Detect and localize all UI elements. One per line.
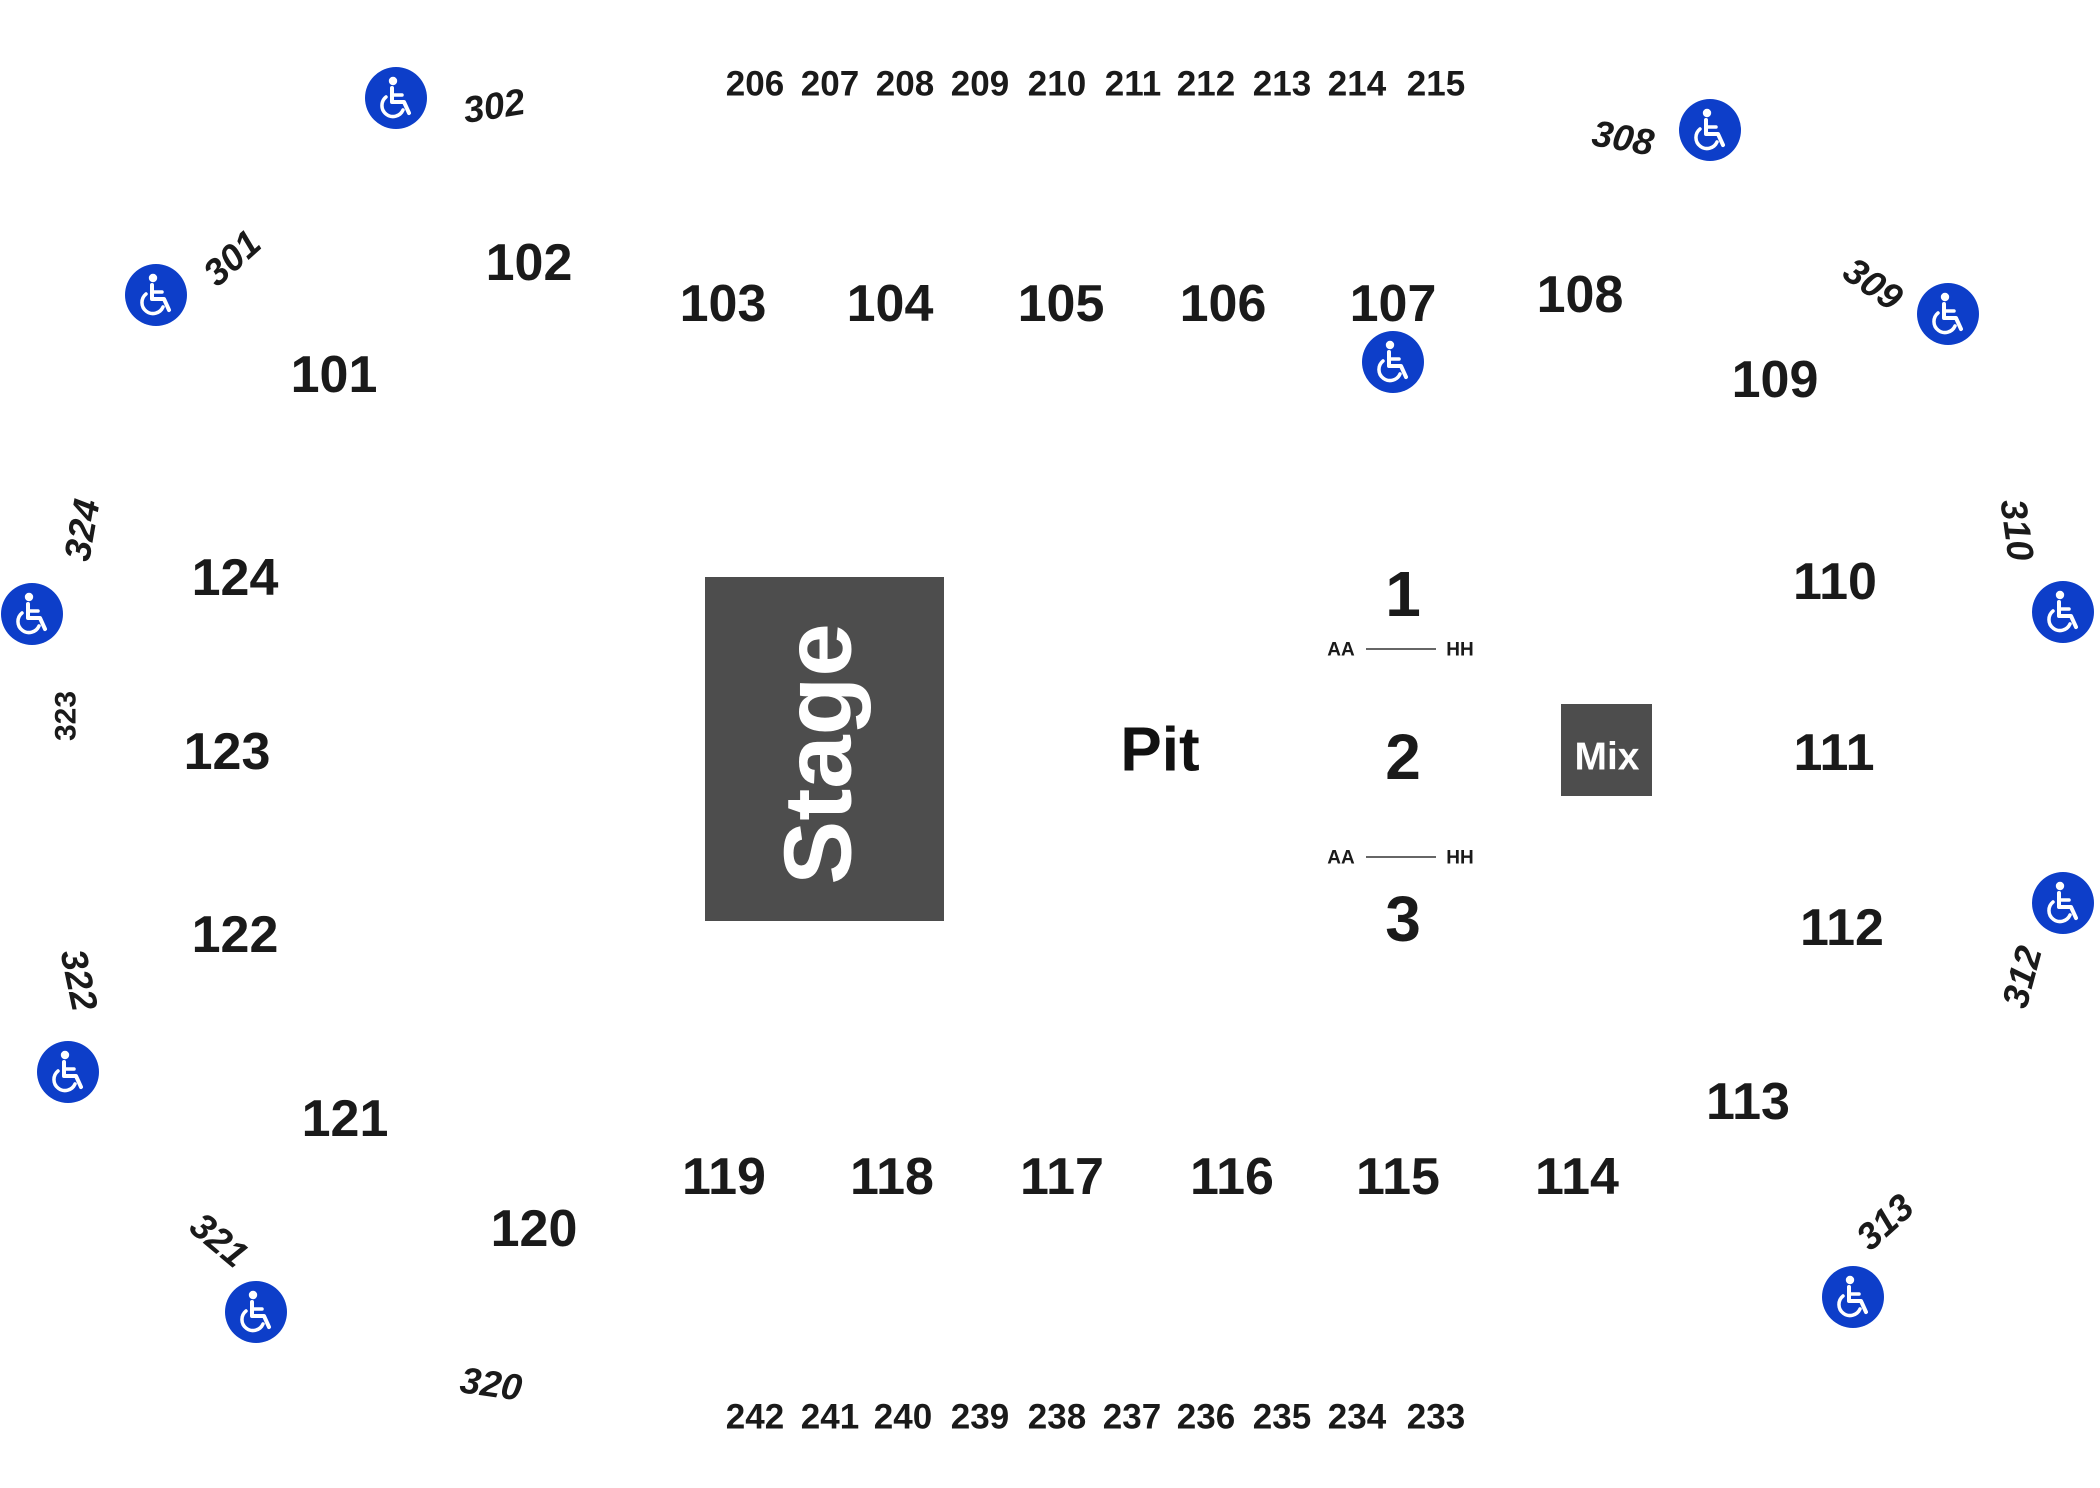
section-239[interactable]: 239: [951, 1398, 1009, 1437]
section-309[interactable]: 309: [1836, 250, 1910, 319]
section-116[interactable]: 116: [1190, 1148, 1274, 1206]
wheelchair-icon: [2032, 581, 2094, 643]
section-323[interactable]: 323: [50, 691, 83, 741]
wheelchair-icon: [125, 264, 187, 326]
wheelchair-icon: [2032, 872, 2094, 934]
section-112[interactable]: 112: [1800, 899, 1884, 957]
section-322[interactable]: 322: [53, 946, 106, 1015]
row-range-2: AA HH: [1327, 848, 1473, 869]
wheelchair-icon: [1362, 331, 1424, 393]
section-313[interactable]: 313: [1848, 1186, 1922, 1258]
section-310[interactable]: 310: [1992, 497, 2041, 564]
section-212[interactable]: 212: [1177, 65, 1235, 104]
stage-label: Stage: [765, 623, 872, 884]
floor-section-2[interactable]: 2: [1385, 721, 1421, 793]
row-range-start: AA: [1327, 848, 1355, 869]
section-320[interactable]: 320: [458, 1359, 525, 1408]
section-208[interactable]: 208: [876, 65, 934, 104]
section-107[interactable]: 107: [1350, 275, 1437, 333]
mix-block: [1561, 704, 1652, 796]
section-124[interactable]: 124: [192, 549, 279, 607]
section-238[interactable]: 238: [1028, 1398, 1086, 1437]
section-210[interactable]: 210: [1028, 65, 1086, 104]
section-211[interactable]: 211: [1105, 65, 1161, 104]
section-115[interactable]: 115: [1356, 1148, 1440, 1206]
section-123[interactable]: 123: [184, 723, 271, 781]
floor-section-3[interactable]: 3: [1385, 883, 1421, 955]
stage[interactable]: Stage: [705, 577, 944, 921]
wheelchair-icon: [1679, 99, 1741, 161]
section-118[interactable]: 118: [850, 1148, 934, 1206]
upper-200-top-row: 206 207 208 209 210 211 212 213 214 215: [726, 65, 1465, 104]
section-240[interactable]: 240: [874, 1398, 932, 1437]
section-103[interactable]: 103: [680, 275, 767, 333]
section-106[interactable]: 106: [1180, 275, 1267, 333]
row-range-start: AA: [1327, 640, 1355, 661]
section-104[interactable]: 104: [847, 275, 934, 333]
section-109[interactable]: 109: [1732, 351, 1819, 409]
wheelchair-icon: [1822, 1266, 1884, 1328]
upper-200-bottom-row: 242 241 240 239 238 237 236 235 234 233: [726, 1398, 1465, 1437]
section-237[interactable]: 237: [1103, 1398, 1161, 1437]
accessible-seating-markers: [1, 67, 2094, 1343]
section-110[interactable]: 110: [1793, 553, 1877, 611]
row-range-1: AA HH: [1327, 640, 1473, 661]
section-121[interactable]: 121: [302, 1090, 389, 1148]
section-242[interactable]: 242: [726, 1398, 784, 1437]
section-214[interactable]: 214: [1328, 65, 1387, 104]
wheelchair-icon: [1917, 283, 1979, 345]
section-117[interactable]: 117: [1020, 1148, 1104, 1206]
wheelchair-icon: [365, 67, 427, 129]
section-235[interactable]: 235: [1253, 1398, 1311, 1437]
section-233[interactable]: 233: [1407, 1398, 1465, 1437]
section-111[interactable]: 111: [1793, 724, 1874, 782]
section-302[interactable]: 302: [460, 81, 528, 131]
section-312[interactable]: 312: [1994, 941, 2050, 1012]
section-213[interactable]: 213: [1253, 65, 1311, 104]
wheelchair-icon: [1, 583, 63, 645]
section-321[interactable]: 321: [182, 1204, 256, 1275]
section-236[interactable]: 236: [1177, 1398, 1235, 1437]
section-119[interactable]: 119: [682, 1148, 766, 1206]
section-209[interactable]: 209: [951, 65, 1009, 104]
wheelchair-icon: [37, 1041, 99, 1103]
section-234[interactable]: 234: [1328, 1398, 1387, 1437]
section-206[interactable]: 206: [726, 65, 784, 104]
pit-section[interactable]: Pit: [1120, 716, 1199, 785]
section-105[interactable]: 105: [1018, 275, 1105, 333]
section-215[interactable]: 215: [1407, 65, 1465, 104]
section-122[interactable]: 122: [192, 906, 279, 964]
mix-position: Mix: [1561, 704, 1652, 796]
section-241[interactable]: 241: [801, 1398, 859, 1437]
section-102[interactable]: 102: [486, 234, 573, 292]
section-101[interactable]: 101: [291, 346, 378, 404]
mix-label: Mix: [1574, 736, 1639, 779]
section-113[interactable]: 113: [1706, 1073, 1790, 1131]
row-range-end: HH: [1446, 640, 1473, 661]
row-range-end: HH: [1446, 848, 1473, 869]
section-324[interactable]: 324: [56, 496, 107, 564]
section-308[interactable]: 308: [1589, 112, 1657, 163]
section-108[interactable]: 108: [1537, 266, 1624, 324]
section-120[interactable]: 120: [491, 1200, 578, 1258]
section-207[interactable]: 207: [801, 65, 859, 104]
section-114[interactable]: 114: [1535, 1148, 1619, 1206]
section-301[interactable]: 301: [195, 222, 268, 294]
floor-section-1[interactable]: 1: [1385, 558, 1421, 630]
stage-block: [705, 577, 944, 921]
wheelchair-icon: [225, 1281, 287, 1343]
